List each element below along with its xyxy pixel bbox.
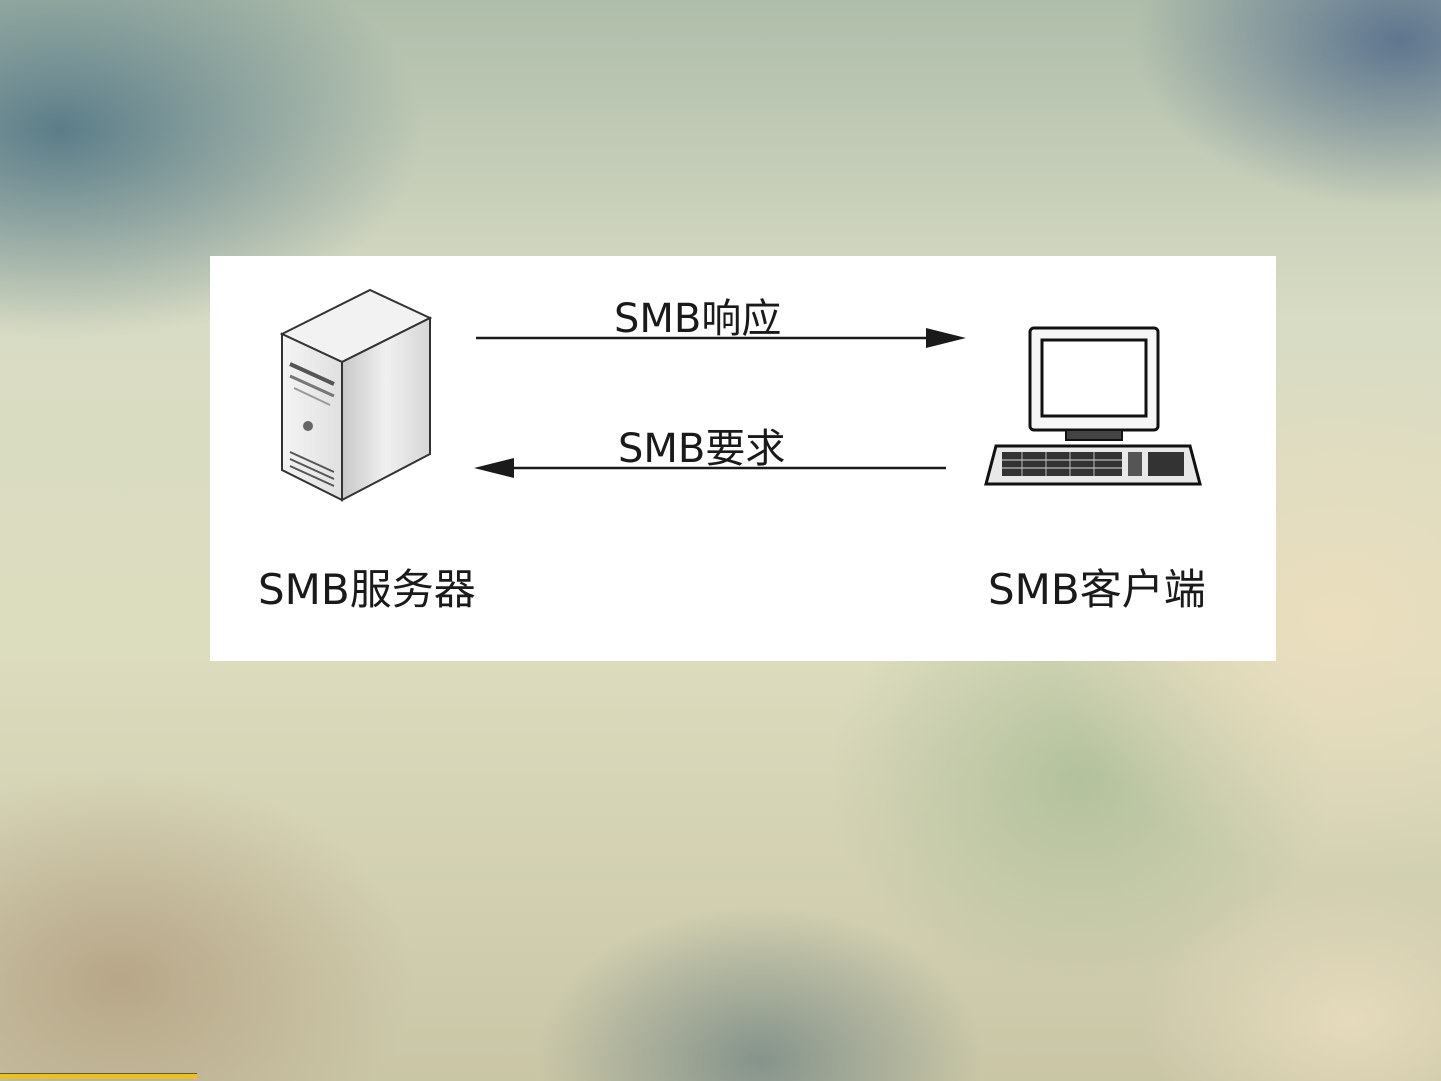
server-node-label: SMB服务器 bbox=[258, 556, 476, 617]
footer-accent-bar bbox=[0, 1073, 197, 1079]
response-edge-label: SMB响应 bbox=[614, 286, 781, 344]
diagram-panel: SMB响应 SMB要求 SMB服务器 SMB客户端 bbox=[210, 256, 1276, 661]
request-edge-label: SMB要求 bbox=[618, 416, 785, 474]
desktop-computer-icon bbox=[986, 328, 1200, 484]
server-tower-icon bbox=[282, 290, 430, 500]
client-node-label: SMB客户端 bbox=[988, 556, 1206, 617]
